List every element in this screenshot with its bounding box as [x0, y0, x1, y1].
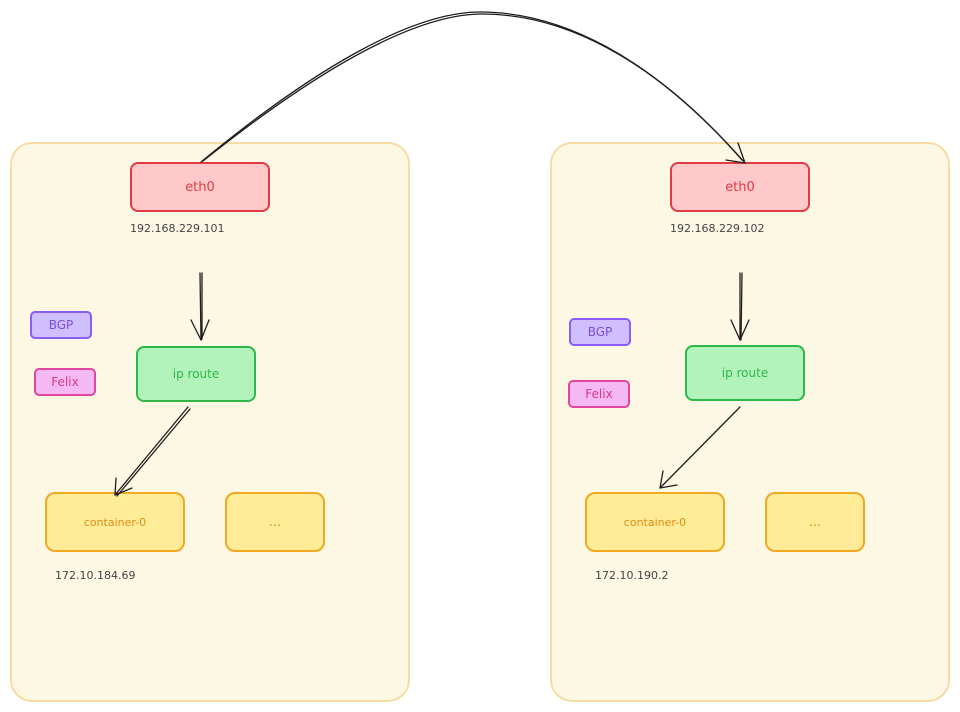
- host2-bgp-box[interactable]: BGP: [569, 318, 631, 346]
- host1-container-label: container-0: [83, 515, 147, 529]
- host2-felix-box[interactable]: Felix: [568, 380, 630, 408]
- host2-eth0-ip: 192.168.229.102: [670, 222, 765, 235]
- host1-bgp-box[interactable]: BGP: [30, 311, 92, 339]
- host2-bgp-label: BGP: [587, 325, 613, 339]
- host2-ip-route-box[interactable]: ip route: [685, 345, 805, 401]
- cross-host-arrow-overstroke: [202, 13, 743, 162]
- host1-ip-route-box[interactable]: ip route: [136, 346, 256, 402]
- host2-container-label: container-0: [623, 515, 687, 529]
- host1-container-box[interactable]: container-0: [45, 492, 185, 552]
- host1-more-box[interactable]: ...: [225, 492, 325, 552]
- host-node-1: [10, 142, 410, 702]
- host2-eth0-box[interactable]: eth0: [670, 162, 810, 212]
- host1-more-label: ...: [268, 514, 282, 530]
- host2-more-box[interactable]: ...: [765, 492, 865, 552]
- host1-ip-route-label: ip route: [172, 367, 220, 381]
- host1-eth0-label: eth0: [185, 179, 215, 195]
- host2-ip-route-label: ip route: [721, 366, 769, 380]
- host1-felix-label: Felix: [51, 375, 79, 389]
- cross-host-arrow: [200, 11, 746, 164]
- host-node-2: [550, 142, 950, 702]
- host2-container-ip: 172.10.190.2: [595, 569, 669, 582]
- host1-bgp-label: BGP: [48, 318, 74, 332]
- host2-eth0-label: eth0: [725, 179, 755, 195]
- host2-more-label: ...: [808, 514, 822, 530]
- host1-felix-box[interactable]: Felix: [34, 368, 96, 396]
- host2-container-box[interactable]: container-0: [585, 492, 725, 552]
- host2-felix-label: Felix: [585, 387, 613, 401]
- host1-eth0-box[interactable]: eth0: [130, 162, 270, 212]
- host1-eth0-ip: 192.168.229.101: [130, 222, 225, 235]
- host1-container-ip: 172.10.184.69: [55, 569, 136, 582]
